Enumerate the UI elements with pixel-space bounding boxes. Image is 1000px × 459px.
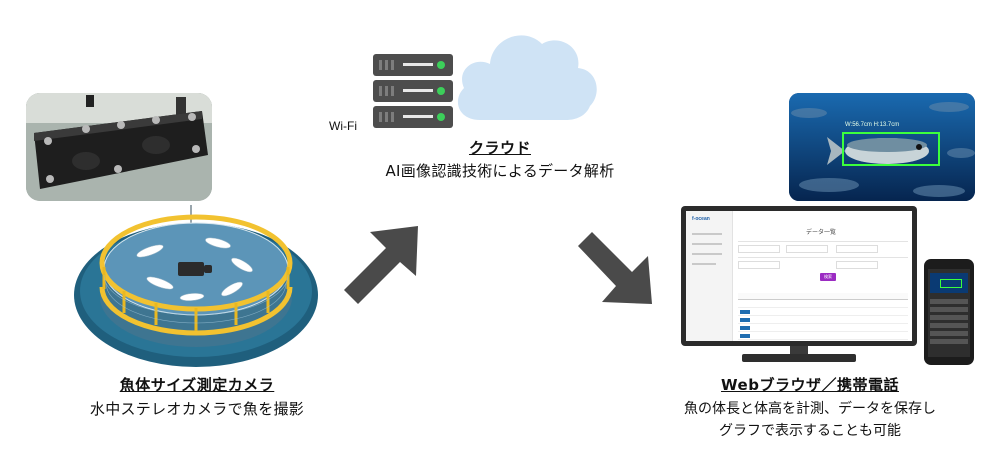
fish-pen-icon xyxy=(74,214,318,367)
monitor: f-ocean データ一覧 検索 xyxy=(681,206,917,346)
mobile-phone xyxy=(924,259,974,365)
fish-detection-photo: W:56.7cm H:13.7cm xyxy=(789,93,975,201)
wifi-label: Wi-Fi xyxy=(329,119,357,133)
sidebar-item[interactable] xyxy=(692,233,722,235)
phone-list-item[interactable] xyxy=(930,299,968,304)
divider xyxy=(738,241,908,242)
detection-label: W:56.7cm H:13.7cm xyxy=(845,122,900,128)
monitor-screen: f-ocean データ一覧 検索 xyxy=(686,211,912,341)
camera-title: 魚体サイズ測定カメラ xyxy=(119,376,275,394)
filter-input[interactable] xyxy=(836,245,878,253)
browser-description-line2: グラフで表示することも可能 xyxy=(719,423,901,439)
arrow-up-right-icon xyxy=(344,226,418,304)
server-icon xyxy=(373,54,453,128)
filter-input[interactable] xyxy=(738,261,780,269)
sidebar-item[interactable] xyxy=(692,263,716,265)
cloud-description: AI画像認識技術によるデータ解析 xyxy=(385,162,615,180)
phone-list-item[interactable] xyxy=(930,339,968,344)
phone-list-item[interactable] xyxy=(930,323,968,328)
app-logo: f-ocean xyxy=(692,216,710,222)
cloud-icon xyxy=(457,35,597,120)
stereo-camera-icon xyxy=(26,93,212,201)
camera-description: 水中ステレオカメラで魚を撮影 xyxy=(89,400,305,418)
filter-input[interactable] xyxy=(836,261,878,269)
arrow-down-right-icon xyxy=(578,232,652,304)
browser-title: Webブラウザ／携帯電話 xyxy=(721,376,899,394)
app-sidebar: f-ocean xyxy=(686,211,733,341)
phone-list-item[interactable] xyxy=(930,331,968,336)
phone-list-item[interactable] xyxy=(930,315,968,320)
data-table xyxy=(738,293,908,340)
filter-input[interactable] xyxy=(786,245,828,253)
phone-screen xyxy=(928,269,970,357)
browser-description-line1: 魚の体長と体高を計測、データを保存し xyxy=(684,401,936,417)
sidebar-item[interactable] xyxy=(692,243,722,245)
phone-list-item[interactable] xyxy=(930,307,968,312)
monitor-stand-neck xyxy=(790,346,808,354)
app-page-title: データ一覧 xyxy=(806,229,837,236)
phone-fish-image xyxy=(930,273,968,293)
search-button[interactable]: 検索 xyxy=(820,273,836,281)
divider xyxy=(738,257,908,258)
sidebar-item[interactable] xyxy=(692,253,722,255)
monitor-stand-base xyxy=(742,354,856,362)
fish-icon xyxy=(789,93,975,201)
camera-photo xyxy=(26,93,212,201)
cloud-title: クラウド xyxy=(468,139,531,157)
filter-input[interactable] xyxy=(738,245,780,253)
